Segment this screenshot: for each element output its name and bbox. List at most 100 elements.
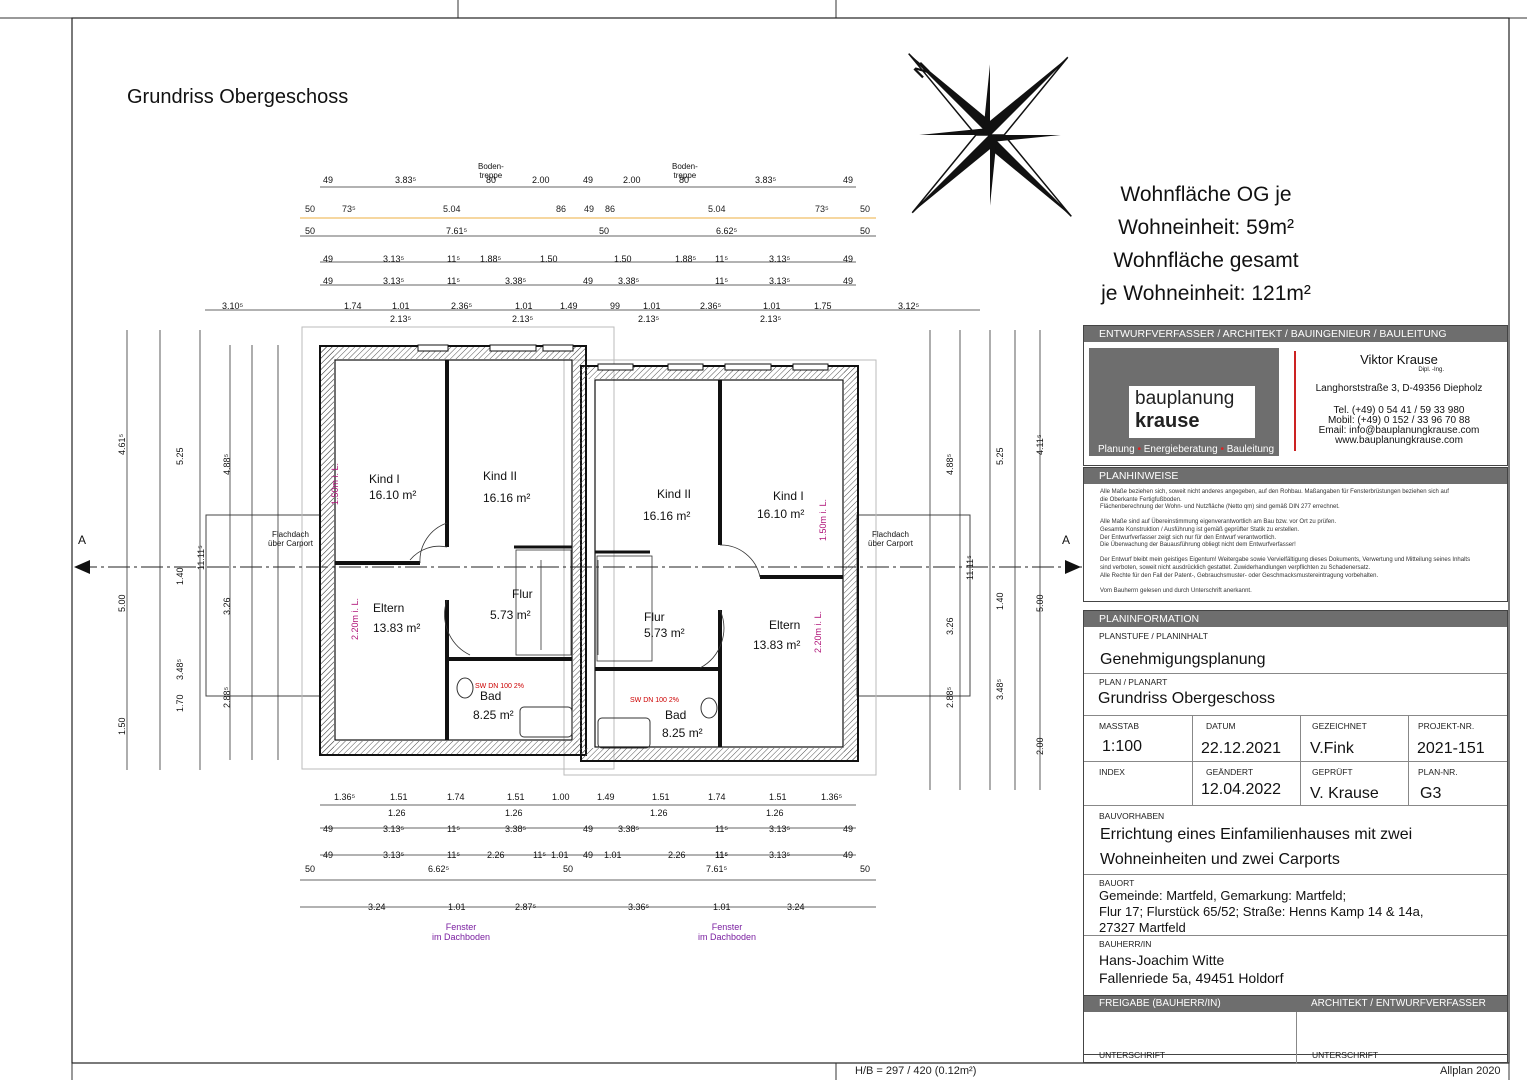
field-label: PROJEKT-NR. xyxy=(1418,721,1475,731)
dimension-text: 99 xyxy=(610,301,621,311)
dimension-text: 3.12⁵ xyxy=(898,301,920,311)
room-area: 16.16 m² xyxy=(483,491,531,505)
field-label: PLAN / PLANART xyxy=(1099,677,1168,687)
dimension-text: 11⁵ xyxy=(715,276,729,286)
dimension-text: 49 xyxy=(583,850,594,860)
dimension-text: 7.61⁵ xyxy=(706,864,728,874)
dimension-text: 3.26 xyxy=(222,597,232,615)
plan-note-line xyxy=(1100,580,1500,588)
dimension-text: 80 xyxy=(486,175,497,185)
company-logo: bauplanung krause Planung • Energieberat… xyxy=(1089,348,1279,456)
dimension-text: 50 xyxy=(305,204,316,214)
dimension-text: 50 xyxy=(305,226,316,236)
dimension-text: 2.00 xyxy=(623,175,641,185)
field-label: PLAN-NR. xyxy=(1418,767,1458,777)
dimension-text: 1.26 xyxy=(388,808,406,818)
dimension-text: 1.51 xyxy=(390,792,408,802)
dimension-text: 3.24 xyxy=(787,902,805,912)
dimension-text: 1.26 xyxy=(766,808,784,818)
dimension-text: 1.50 xyxy=(614,254,632,264)
field-label: INDEX xyxy=(1099,767,1125,777)
plan-note-line: Die Überwachung der Bauausführung oblieg… xyxy=(1100,542,1296,549)
client-address: Fallenriede 5a, 49451 Holdorf xyxy=(1099,970,1284,986)
field-label: MASSTAB xyxy=(1099,721,1139,731)
room-name: Kind II xyxy=(657,487,692,501)
signature-label: UNTERSCHRIFT xyxy=(1312,1050,1379,1060)
dimension-text: 3.38⁵ xyxy=(618,824,640,834)
dimension-text: 2.26 xyxy=(668,850,686,860)
room-name: Flur xyxy=(512,587,533,601)
dimension-text: 1.74 xyxy=(708,792,726,802)
dimension-text: 2.00 xyxy=(1035,737,1045,755)
plan-note-line: Flächenberechnung der Wohn- und Nutzfläc… xyxy=(1100,504,1340,511)
dimension-text: 3.13⁵ xyxy=(769,254,791,264)
ceiling-height-label: 1.50m i. L. xyxy=(818,498,828,541)
dimension-text: 49 xyxy=(843,824,854,834)
attic-window-label-left: Fenster im Dachboden xyxy=(432,922,491,942)
dimension-text: 2.13⁵ xyxy=(390,314,412,324)
date-value: 22.12.2021 xyxy=(1201,740,1282,757)
plan-note-line xyxy=(1100,550,1500,558)
field-label: DATUM xyxy=(1206,721,1236,731)
dimension-text: 2.36⁵ xyxy=(451,301,473,311)
plan-number: G3 xyxy=(1420,785,1442,802)
site-line: Flur 17; Flurstück 65/52; Straße: Henns … xyxy=(1099,904,1424,919)
software-label: Allplan 2020 xyxy=(1440,1065,1501,1077)
dimension-text: 86 xyxy=(605,204,616,214)
architect-email: Email: info@bauplanungkrause.com xyxy=(1318,425,1480,436)
dimension-text: 2.13⁵ xyxy=(512,314,534,324)
dimension-text: 2.87⁵ xyxy=(515,902,537,912)
dimension-text: 11⁵ xyxy=(715,850,729,860)
plan-note-line: Der Entwurfverfasser zeigt sich nur für … xyxy=(1100,534,1277,541)
dimension-text: 2.13⁵ xyxy=(638,314,660,324)
room-area: 8.25 m² xyxy=(662,726,703,740)
field-label: GEZEICHNET xyxy=(1312,721,1367,731)
dimension-text: 1.01 xyxy=(551,850,569,860)
dimension-text: 1.00 xyxy=(552,792,570,802)
carport-roof-label-right: Flachdach über Carport xyxy=(868,530,913,548)
room-name: Eltern xyxy=(769,618,801,632)
dimension-text: 3.13⁵ xyxy=(383,824,405,834)
architect-mobile: Mobil: (+49) 0 152 / 33 96 70 88 xyxy=(1327,415,1471,426)
section-header: ENTWURFVERFASSER / ARCHITEKT / BAUINGENI… xyxy=(1084,326,1507,342)
room-name: Kind I xyxy=(369,472,400,486)
living-area-line-2: Wohneinheit: 59m² xyxy=(1118,216,1294,239)
dimension-text: 3.13⁵ xyxy=(383,850,405,860)
architect-tel: Tel. (+49) 0 54 41 / 59 33 980 xyxy=(1333,405,1465,416)
dimension-text: 49 xyxy=(584,204,595,214)
dimension-text: 50 xyxy=(860,226,871,236)
dimension-text: 1.01 xyxy=(763,301,781,311)
dimension-text: 50 xyxy=(860,204,871,214)
dimension-text: 11⁵ xyxy=(447,850,461,860)
room-area: 16.10 m² xyxy=(369,488,417,502)
living-area-line-3: Wohnfläche gesamt xyxy=(1113,249,1299,272)
dimension-text: 1.49 xyxy=(560,301,578,311)
architect-block: ENTWURFVERFASSER / ARCHITEKT / BAUINGENI… xyxy=(1083,325,1508,466)
dimension-text: 3.48⁵ xyxy=(995,678,1005,700)
north-arrow-icon: N xyxy=(908,53,1072,217)
section-marker-right: A xyxy=(1062,533,1071,547)
signature-block: FREIGABE (BAUHERR/IN) ARCHITEKT / ENTWUR… xyxy=(1083,995,1508,1064)
dimension-text: 5.04 xyxy=(443,204,461,214)
dimension-text: 5.25 xyxy=(995,447,1005,465)
logo-text: bauplanung xyxy=(1135,388,1235,409)
dimension-text: 49 xyxy=(583,175,594,185)
dimension-text: 2.88⁵ xyxy=(945,686,955,708)
plan-stage: Genehmigungsplanung xyxy=(1100,651,1266,668)
dimension-text: 5.25 xyxy=(175,447,185,465)
dimension-text: 50 xyxy=(599,226,610,236)
dimension-text: 1.01 xyxy=(515,301,533,311)
carport-roof-label-left: Flachdach über Carport xyxy=(268,530,313,548)
room-name: Bad xyxy=(480,689,502,703)
living-area-summary: Wohnfläche OG je Wohneinheit: 59m² Wohnf… xyxy=(1096,178,1316,310)
dimension-text: 1.26 xyxy=(505,808,523,818)
unit-right-walls xyxy=(580,365,859,762)
dimension-text: 1.49 xyxy=(597,792,615,802)
dimension-text: 11⁵ xyxy=(447,254,461,264)
section-marker-left: A xyxy=(78,533,87,547)
dimension-text: 49 xyxy=(323,850,334,860)
dimension-text: 3.38⁵ xyxy=(505,824,527,834)
plan-notes-block: PLANHINWEISE Alle Maße beziehen sich, so… xyxy=(1083,467,1508,602)
attic-stair-label-top-left: Boden- treppe xyxy=(478,162,504,180)
